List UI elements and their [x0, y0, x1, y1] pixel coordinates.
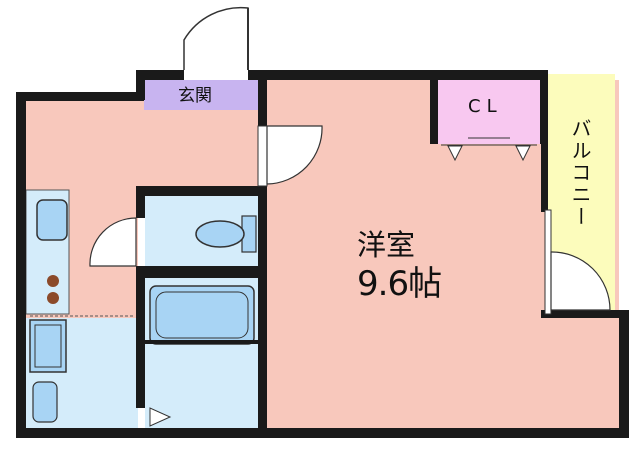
room-door-swing [266, 125, 323, 185]
hallway-floor [26, 100, 264, 194]
stove-burner-icon [47, 275, 59, 287]
bathtub-basin-icon [155, 291, 249, 339]
washing-machine-inner-icon [34, 324, 62, 368]
bathroom-door-icon [149, 407, 172, 427]
closet-door-icon [447, 145, 463, 162]
stove-burner-icon [47, 292, 59, 304]
toilet-bowl-icon [195, 220, 245, 248]
front-door-swing [183, 6, 249, 70]
window-frame [544, 209, 552, 315]
entrance-label: 玄関 [178, 86, 212, 106]
closet-label: CL [468, 96, 503, 117]
sink-icon [36, 199, 68, 241]
balcony-label: バルコニー [568, 118, 592, 228]
balcony-door-swing [550, 251, 611, 311]
room-name-label: 洋室 [357, 228, 416, 262]
wash-basin-icon [32, 381, 58, 423]
window-frame [257, 125, 268, 187]
room-size-label: 9.6帖 [357, 264, 442, 304]
washing-machine-icon [29, 319, 67, 373]
walls [16, 70, 629, 438]
closet-door-icon [515, 145, 531, 162]
entrance-floor [144, 80, 258, 110]
toilet-door-swing [89, 217, 137, 267]
closet-floor [437, 78, 541, 144]
